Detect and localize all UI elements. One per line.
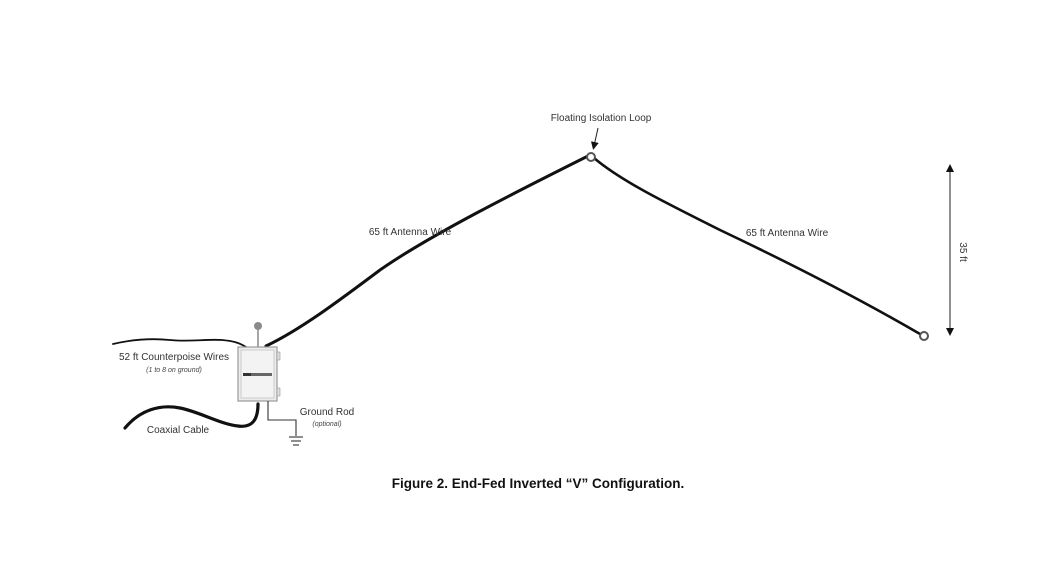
floating-isolation-loop-icon bbox=[586, 152, 596, 162]
isolation-loop-label: Floating Isolation Loop bbox=[551, 113, 652, 124]
end-insulator-ring-icon bbox=[919, 331, 929, 341]
counterpoise-label: 52 ft Counterpoise Wires bbox=[119, 352, 229, 363]
ground-rod-label: Ground Rod bbox=[300, 407, 354, 418]
right-antenna-wire bbox=[592, 156, 922, 336]
ground-rod-note: (optional) bbox=[312, 421, 341, 428]
left-antenna-wire bbox=[264, 154, 590, 348]
right-antenna-wire-label: 65 ft Antenna Wire bbox=[746, 228, 829, 239]
left-antenna-wire-label: 65 ft Antenna Wire bbox=[369, 227, 452, 238]
height-label: 35 ft bbox=[957, 242, 968, 262]
box-mast-knob-icon bbox=[254, 322, 262, 330]
height-arrow-up-icon bbox=[946, 164, 954, 172]
counterpoise-wire bbox=[112, 338, 247, 348]
coaxial-cable bbox=[123, 402, 260, 430]
box-logo-strip bbox=[243, 373, 272, 376]
isolation-loop-pointer-arrow bbox=[590, 127, 599, 150]
ground-symbol-icon bbox=[289, 436, 303, 446]
ground-wire bbox=[267, 401, 297, 436]
counterpoise-note: (1 to 8 on ground) bbox=[146, 367, 202, 374]
figure-caption: Figure 2. End-Fed Inverted “V” Configura… bbox=[392, 476, 685, 491]
height-arrow-down-icon bbox=[946, 328, 954, 336]
matching-unit-box bbox=[237, 346, 281, 402]
coaxial-cable-label: Coaxial Cable bbox=[147, 425, 210, 436]
